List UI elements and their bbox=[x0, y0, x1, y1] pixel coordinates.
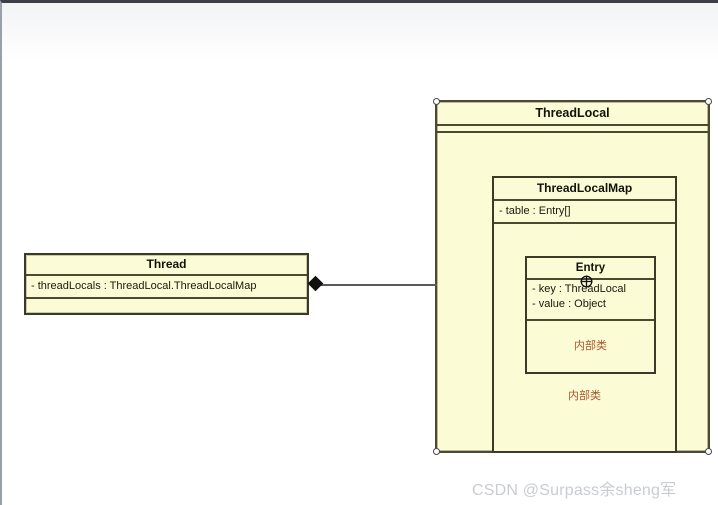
composition-connector-line[interactable] bbox=[319, 284, 437, 286]
class-title-threadlocal: ThreadLocal bbox=[437, 102, 708, 126]
attribute-key: - key : ThreadLocal bbox=[532, 283, 626, 295]
class-attrs-threadlocalmap: - table : Entry[] bbox=[494, 201, 675, 224]
class-title-thread: Thread bbox=[26, 255, 307, 276]
watermark-text: CSDN @Surpass余sheng军 bbox=[472, 482, 677, 499]
class-ops-entry: 内部类 bbox=[527, 321, 654, 372]
selection-handle-bottom-right[interactable] bbox=[705, 448, 712, 455]
class-body-threadlocal: ThreadLocalMap - table : Entry[] Entry -… bbox=[437, 133, 708, 453]
class-box-threadlocalmap[interactable]: ThreadLocalMap - table : Entry[] Entry -… bbox=[492, 176, 677, 453]
class-box-entry[interactable]: Entry - key : ThreadLocal - value : Obje… bbox=[525, 256, 656, 374]
class-body-threadlocalmap: Entry - key : ThreadLocal - value : Obje… bbox=[494, 224, 675, 449]
class-title-entry: Entry bbox=[527, 258, 654, 280]
attribute-table: - table : Entry[] bbox=[499, 205, 571, 217]
canvas-sheen bbox=[2, 3, 718, 61]
class-box-thread[interactable]: Thread - threadLocals : ThreadLocal.Thre… bbox=[24, 253, 309, 315]
class-attrs-thread: - threadLocals : ThreadLocal.ThreadLocal… bbox=[26, 276, 307, 299]
class-box-threadlocal[interactable]: ThreadLocal ThreadLocalMap - table : Ent… bbox=[433, 98, 712, 455]
class-title-threadlocalmap: ThreadLocalMap bbox=[494, 178, 675, 201]
inner-class-note-threadlocalmap: 内部类 bbox=[568, 390, 601, 402]
attribute-threadlocals: - threadLocals : ThreadLocal.ThreadLocal… bbox=[31, 280, 257, 292]
selection-handle-bottom-left[interactable] bbox=[433, 448, 440, 455]
selection-handle-top-left[interactable] bbox=[433, 98, 440, 105]
composition-diamond-icon bbox=[307, 275, 324, 292]
class-ops-thread bbox=[26, 299, 307, 313]
selection-handle-top-right[interactable] bbox=[705, 98, 712, 105]
inner-class-note-entry: 内部类 bbox=[574, 340, 607, 352]
class-attrs-entry: - key : ThreadLocal - value : Object bbox=[527, 280, 654, 321]
attribute-value: - value : Object bbox=[532, 298, 606, 310]
class-attrs-threadlocal-empty bbox=[437, 126, 708, 133]
